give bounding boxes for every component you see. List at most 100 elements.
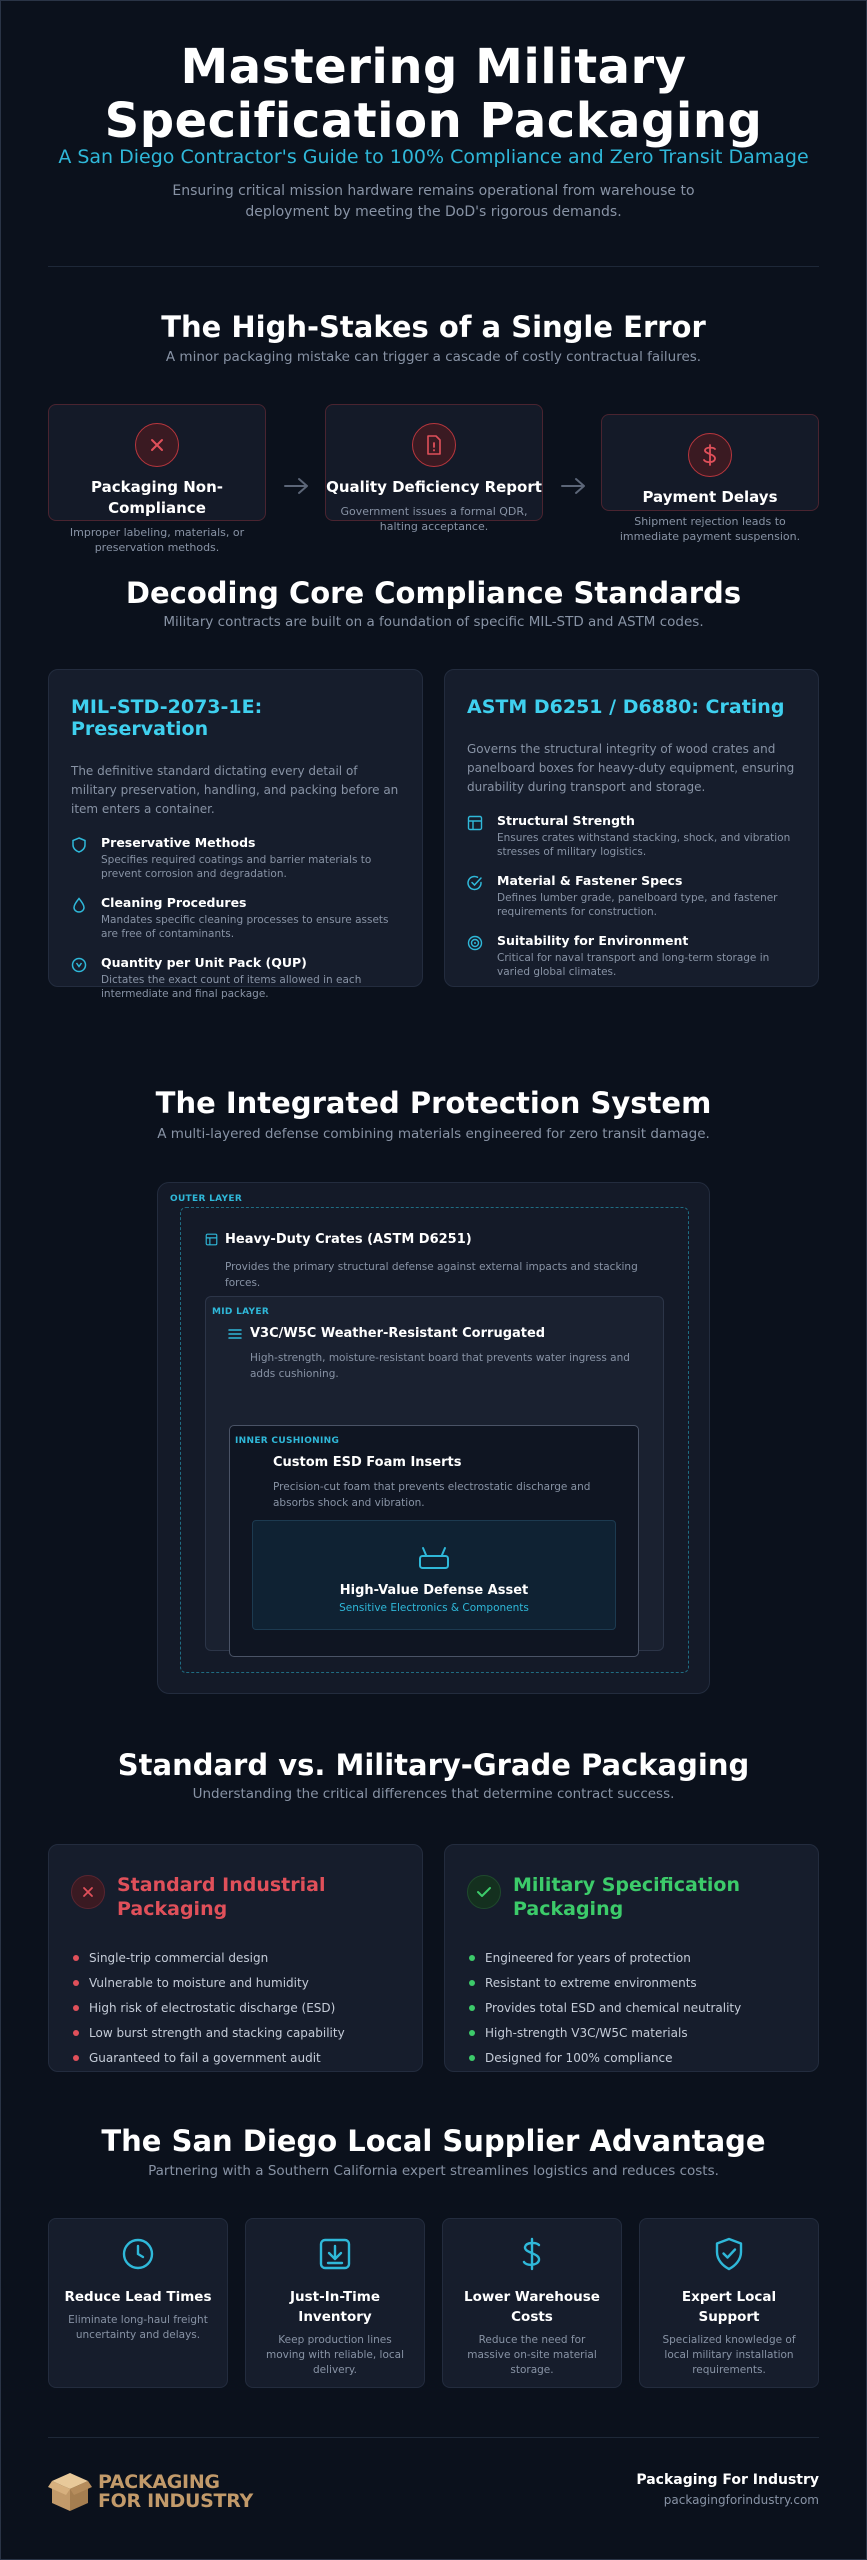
crate-icon: [205, 1233, 218, 1246]
section-subtitle-comparison: Understanding the critical differences t…: [192, 1786, 675, 1802]
error-card-desc: Government issues a formal QDR, halting …: [340, 505, 528, 533]
shield-icon: [72, 837, 86, 853]
error-card-desc: Shipment rejection leads to immediate pa…: [619, 515, 801, 543]
error-card-title: Packaging Non-Compliance: [91, 478, 223, 517]
protection-diagram: OUTER LAYER Heavy-Duty Crates (ASTM D625…: [157, 1182, 710, 1694]
grid-icon: [467, 815, 483, 831]
inner-layer: INNER CUSHIONING Custom ESD Foam Inserts…: [229, 1425, 639, 1657]
advantage-title: Just-In-Time Inventory: [289, 2289, 381, 2325]
error-card-qdr: Quality Deficiency Report Government iss…: [325, 404, 543, 533]
feature-title: Material & Fastener Specs: [497, 873, 683, 888]
globe-icon: [467, 935, 483, 951]
dollar-icon: [522, 2237, 541, 2271]
standard-card-desc: The definitive standard dictating every …: [71, 764, 399, 816]
feature-item: Quantity per Unit Pack (QUP) Dictates the…: [71, 955, 400, 1001]
list-item: Provides total ESD and chemical neutrali…: [469, 1995, 741, 2020]
standard-card-title: ASTM D6251 / D6880: Crating: [467, 696, 785, 718]
x-icon: [71, 1875, 105, 1909]
section-subtitle-advantage: Partnering with a Southern California ex…: [148, 2163, 719, 2179]
feature-title: Cleaning Procedures: [101, 895, 247, 910]
advantage-title: Reduce Lead Times: [64, 2289, 212, 2305]
x-icon: [135, 423, 179, 467]
asset-subtitle: Sensitive Electronics & Components: [339, 1602, 529, 1614]
section-subtitle-standards: Military contracts are built on a founda…: [163, 614, 704, 630]
list-item: Low burst strength and stacking capabili…: [73, 2020, 345, 2045]
feature-desc: Ensures crates withstand stacking, shock…: [497, 832, 791, 858]
section-title-stakes: The High-Stakes of a Single Error: [161, 310, 706, 344]
section-title-comparison: Standard vs. Military-Grade Packaging: [117, 1748, 750, 1782]
inner-layer-label: INNER CUSHIONING: [235, 1436, 340, 1446]
corrugated-icon: [228, 1329, 242, 1339]
box-logo-icon: [48, 2473, 92, 2511]
page-description: Ensuring critical mission hardware remai…: [172, 183, 695, 220]
feature-title: Preservative Methods: [101, 835, 256, 850]
list-item: Guaranteed to fail a government audit: [73, 2045, 345, 2070]
outer-layer: Heavy-Duty Crates (ASTM D6251) Provides …: [180, 1207, 689, 1673]
file-alert-icon: [412, 423, 456, 467]
comparison-card-standard: Standard Industrial Packaging Single-tri…: [48, 1844, 423, 2072]
mid-layer: MID LAYER V3C/W5C Weather-Resistant Corr…: [205, 1296, 664, 1657]
arrow-right-icon: [284, 478, 308, 494]
footer-info: Packaging For Industry packagingforindus…: [636, 2472, 819, 2507]
outer-layer-label: OUTER LAYER: [170, 1194, 243, 1204]
error-card-payment: Payment Delays Shipment rejection leads …: [601, 414, 819, 543]
error-card-noncompliance: Packaging Non-Compliance Improper labeli…: [48, 404, 266, 554]
download-box-icon: [319, 2238, 351, 2270]
advantage-title: Expert Local Support: [681, 2289, 777, 2325]
comparison-card-title: Military Specification Packaging: [513, 1874, 741, 1920]
standard-card-astm: ASTM D6251 / D6880: Crating Governs the …: [444, 669, 819, 987]
comparison-list: Single-trip commercial design Vulnerable…: [73, 1945, 345, 2070]
advantage-card-jit: Just-In-Time Inventory Keep production l…: [245, 2218, 425, 2388]
feature-desc: Critical for naval transport and long-te…: [497, 952, 770, 978]
list-item: Vulnerable to moisture and humidity: [73, 1970, 345, 1995]
section-title-protection: The Integrated Protection System: [155, 1086, 712, 1120]
check-icon: [467, 1875, 501, 1909]
advantage-title: Lower Warehouse Costs: [464, 2289, 600, 2325]
feature-desc: Dictates the exact count of items allowe…: [101, 974, 362, 1000]
feature-title: Suitability for Environment: [497, 933, 689, 948]
company-name: Packaging For Industry: [636, 2472, 819, 2488]
check-circle-icon: [467, 875, 482, 891]
clock-icon: [122, 2238, 154, 2270]
outer-layer-title: Heavy-Duty Crates (ASTM D6251): [225, 1232, 472, 1247]
advantage-desc: Keep production lines moving with reliab…: [265, 2334, 405, 2376]
company-url[interactable]: packagingforindustry.com: [663, 2493, 819, 2507]
section-subtitle-protection: A multi-layered defense combining materi…: [157, 1126, 710, 1142]
mid-layer-label: MID LAYER: [212, 1307, 270, 1317]
feature-desc: Mandates specific cleaning processes to …: [101, 914, 389, 940]
list-item: High-strength V3C/W5C materials: [469, 2020, 741, 2045]
mid-layer-title: V3C/W5C Weather-Resistant Corrugated: [250, 1326, 546, 1341]
package-icon: [71, 957, 87, 973]
standard-card-title: MIL-STD-2073-1E: Preservation: [71, 696, 263, 740]
router-icon: [419, 1547, 449, 1569]
comparison-card-title: Standard Industrial Packaging: [117, 1874, 326, 1920]
comparison-list: Engineered for years of protection Resis…: [469, 1945, 741, 2070]
error-card-title: Payment Delays: [642, 488, 778, 506]
mid-layer-desc: High-strength, moisture-resistant board …: [250, 1352, 630, 1380]
feature-desc: Defines lumber grade, panelboard type, a…: [497, 892, 778, 918]
comparison-card-military: Military Specification Packaging Enginee…: [444, 1844, 819, 2072]
error-card-title: Quality Deficiency Report: [326, 478, 542, 496]
divider: [48, 2437, 819, 2438]
standard-card-desc: Governs the structural integrity of wood…: [467, 742, 795, 794]
inner-layer-desc: Precision-cut foam that prevents electro…: [273, 1481, 591, 1509]
company-logo[interactable]: PACKAGING FOR INDUSTRY: [48, 2471, 253, 2513]
droplet-icon: [73, 897, 85, 913]
outer-layer-desc: Provides the primary structural defense …: [225, 1261, 638, 1289]
page-subtitle: A San Diego Contractor's Guide to 100% C…: [58, 146, 809, 168]
section-subtitle-stakes: A minor packaging mistake can trigger a …: [165, 349, 702, 365]
divider: [48, 266, 819, 267]
defense-asset: High-Value Defense Asset Sensitive Elect…: [252, 1520, 616, 1630]
logo-text: PACKAGING FOR INDUSTRY: [98, 2471, 253, 2512]
advantage-card-warehouse: Lower Warehouse Costs Reduce the need fo…: [442, 2218, 622, 2388]
feature-title: Quantity per Unit Pack (QUP): [101, 955, 307, 970]
advantage-card-support: Expert Local Support Specialized knowled…: [639, 2218, 819, 2388]
list-item: High risk of electrostatic discharge (ES…: [73, 1995, 345, 2020]
dollar-icon: [688, 433, 732, 477]
advantage-desc: Eliminate long-haul freight uncertainty …: [68, 2314, 208, 2341]
advantage-desc: Specialized knowledge of local military …: [662, 2334, 796, 2376]
